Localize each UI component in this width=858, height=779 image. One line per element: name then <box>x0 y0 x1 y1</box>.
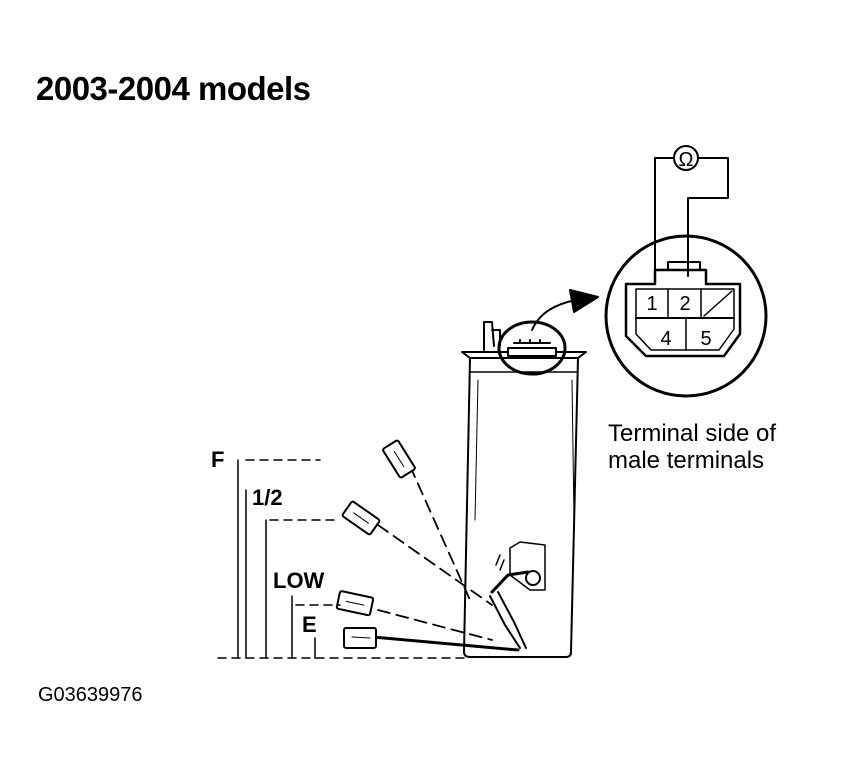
ohmmeter: Ω <box>654 145 729 281</box>
caption-line-1: Terminal side of <box>608 420 777 447</box>
detail-magnifier-circle <box>604 234 768 398</box>
blank-pin-slash <box>703 290 733 317</box>
pin-2-label: 2 <box>679 293 690 315</box>
float-positions <box>335 439 520 652</box>
float-arm-full <box>409 465 471 601</box>
connector-highlight-circle <box>497 320 567 376</box>
ohm-symbol: Ω <box>679 149 694 171</box>
level-scale <box>217 459 471 659</box>
float-arm-e <box>370 635 520 652</box>
gauge-level-half: 1/2 <box>252 485 283 510</box>
detail-arrow <box>531 289 599 331</box>
meter-lead-pin1 <box>654 157 675 281</box>
gauge-level-low: LOW <box>273 568 325 593</box>
float-arm-half <box>377 524 493 606</box>
gauge-level-full: F <box>211 447 225 472</box>
figure-id: G03639976 <box>38 684 143 706</box>
gauge-level-empty: E <box>302 612 317 637</box>
float-e <box>343 627 377 649</box>
float-arm-low <box>377 609 493 641</box>
page-title: 2003-2004 models <box>36 70 311 107</box>
pin-1-label: 1 <box>646 293 657 315</box>
caption-line-2: male terminals <box>608 447 765 474</box>
connector-detail: 1 2 4 5 <box>604 234 768 398</box>
pin-5-label: 5 <box>700 328 711 350</box>
connector-caption: Terminal side of male terminals <box>608 420 776 474</box>
float-arm-mechanism <box>489 541 546 649</box>
fuel-pump-body <box>461 320 587 658</box>
connector-housing <box>624 268 742 358</box>
pin-4-label: 4 <box>660 328 671 350</box>
meter-lead-pin2 <box>687 157 729 277</box>
